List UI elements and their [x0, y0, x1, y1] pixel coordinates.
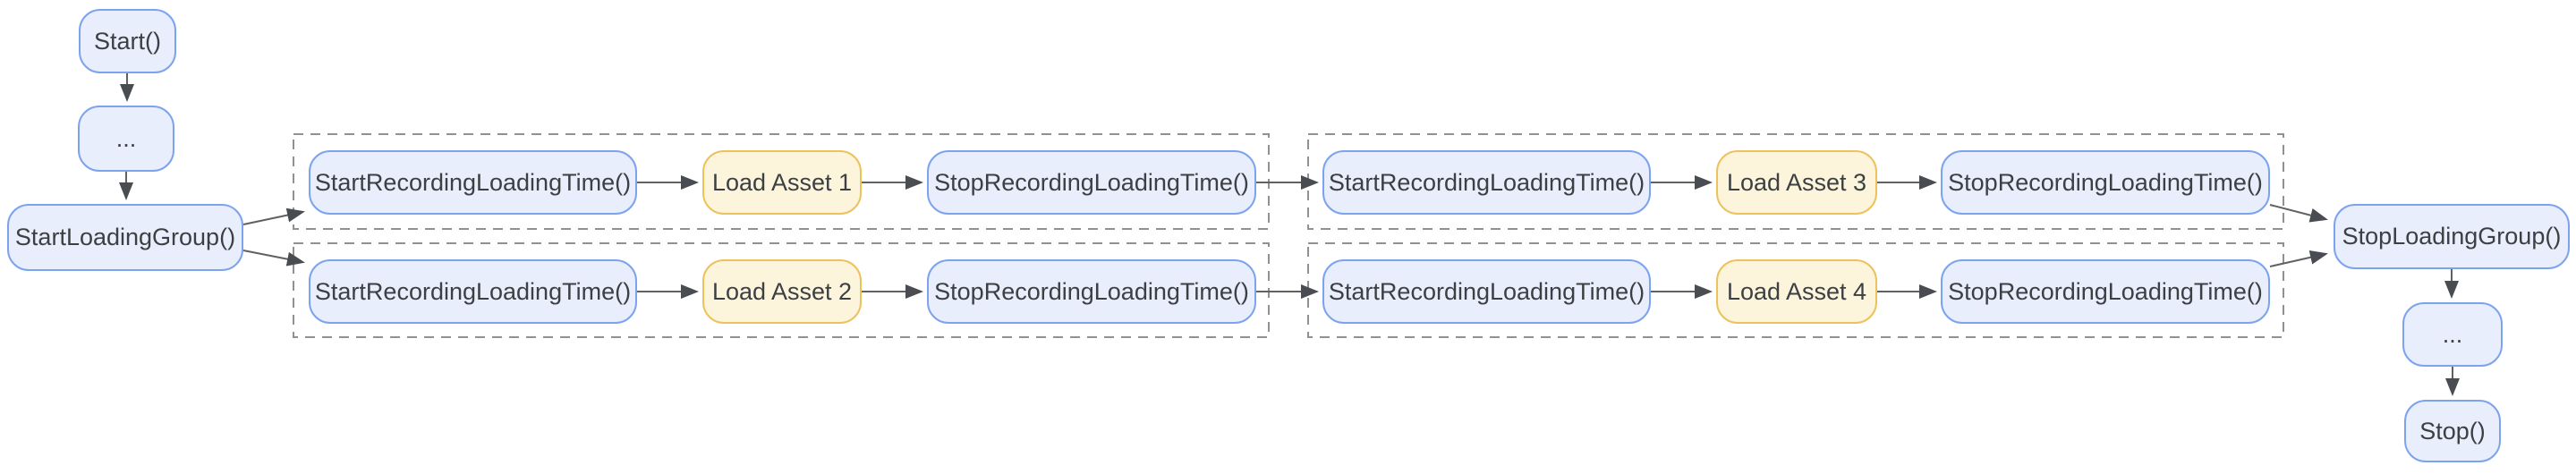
edge-g2r2-stop-to-stop-loading-group	[2269, 250, 2328, 267]
node-start-loading-group: StartLoadingGroup()	[7, 204, 243, 271]
node-ellipsis-after: ...	[2402, 302, 2503, 367]
node-stop-loading-group: StopLoadingGroup()	[2334, 204, 2570, 269]
node-g1r2-stop-recording: StopRecordingLoadingTime()	[927, 259, 1256, 324]
node-g1r2-load-asset-2: Load Asset 2	[702, 259, 862, 324]
node-g2r2-stop-recording: StopRecordingLoadingTime()	[1941, 259, 2270, 324]
node-start: Start()	[79, 9, 176, 73]
node-g2r2-load-asset-4: Load Asset 4	[1716, 259, 1877, 324]
edge-g2r1-stop-to-stop-loading-group	[2269, 204, 2328, 223]
edge-slg-to-g1r2-start	[242, 250, 305, 267]
node-ellipsis-before: ...	[78, 106, 174, 172]
node-g1r1-start-recording: StartRecordingLoadingTime()	[309, 150, 637, 215]
node-g1r2-start-recording: StartRecordingLoadingTime()	[309, 259, 637, 324]
node-stop: Stop()	[2404, 400, 2501, 462]
node-g1r1-stop-recording: StopRecordingLoadingTime()	[927, 150, 1256, 215]
node-g2r1-start-recording: StartRecordingLoadingTime()	[1322, 150, 1651, 215]
group-outline-asset-2	[293, 242, 1270, 338]
node-g2r2-start-recording: StartRecordingLoadingTime()	[1322, 259, 1651, 324]
node-g2r1-stop-recording: StopRecordingLoadingTime()	[1941, 150, 2270, 215]
node-g1r1-load-asset-1: Load Asset 1	[702, 150, 862, 215]
node-g2r1-load-asset-3: Load Asset 3	[1716, 150, 1877, 215]
edge-slg-to-g1r1-start	[242, 207, 305, 225]
